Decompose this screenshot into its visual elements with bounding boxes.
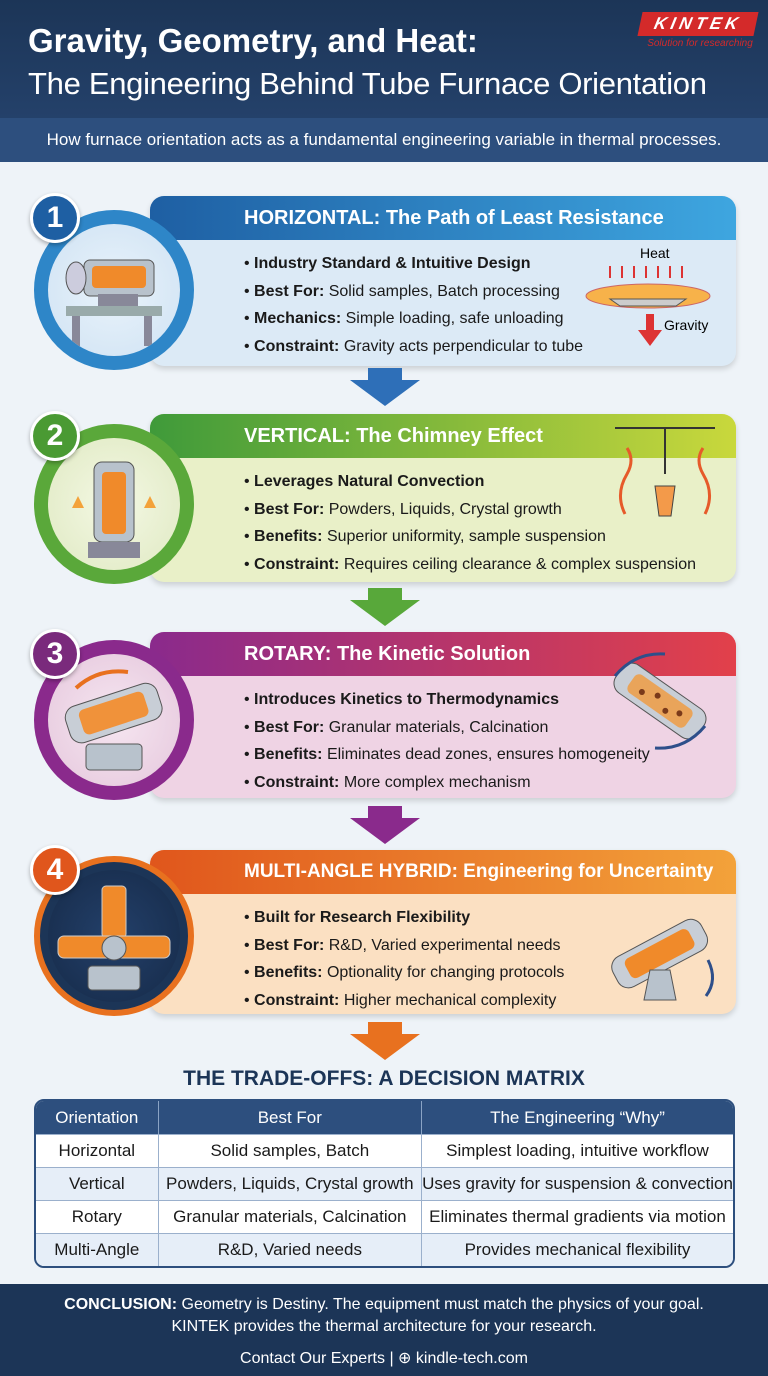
website-link[interactable]: kindle-tech.com: [415, 1350, 528, 1367]
table-cell: R&D, Varied needs: [158, 1233, 422, 1266]
contact-line: Contact Our Experts | ⊕ kindle-tech.com: [0, 1348, 768, 1368]
down-arrow-icon: [350, 806, 420, 844]
bullet: Constraint: More complex mechanism: [244, 769, 650, 797]
page-title-line2: The Engineering Behind Tube Furnace Orie…: [28, 66, 707, 101]
bullet: Constraint: Requires ceiling clearance &…: [244, 551, 696, 579]
table-cell: Eliminates thermal gradients via motion: [422, 1200, 733, 1233]
column-header: Best For: [158, 1101, 422, 1134]
bullet: Benefits: Optionality for changing proto…: [244, 959, 564, 987]
logo-tagline: Solution for researching: [647, 38, 753, 49]
decision-matrix-table: Orientation Best For The Engineering “Wh…: [34, 1099, 735, 1268]
bullet: Benefits: Eliminates dead zones, ensures…: [244, 741, 650, 769]
section-vertical: VERTICAL: The Chimney Effect Leverages N…: [150, 414, 736, 582]
kintek-logo: KINTEK: [637, 12, 759, 36]
bullet: Introduces Kinetics to Thermodynamics: [244, 686, 650, 714]
bullet-list: Introduces Kinetics to Thermodynamics Be…: [244, 686, 650, 796]
step-badge-2: 2: [30, 411, 80, 461]
table-cell: Rotary: [36, 1200, 159, 1233]
suspended-crucible-icon: [615, 427, 715, 517]
bullet-list: Leverages Natural Convection Best For: P…: [244, 468, 696, 578]
column-header: The Engineering “Why”: [422, 1101, 733, 1134]
table-cell: Granular materials, Calcination: [158, 1200, 422, 1233]
multi-angle-furnace-icon: [57, 885, 171, 991]
separator: |: [389, 1350, 399, 1367]
down-arrow-icon: [350, 1022, 420, 1060]
step-badge-4: 4: [30, 845, 80, 895]
table-cell: Uses gravity for suspension & convection: [422, 1167, 733, 1200]
table-cell: Simplest loading, intuitive workflow: [422, 1134, 733, 1167]
contact-link[interactable]: Contact Our Experts: [240, 1350, 385, 1367]
conclusion-text: Geometry is Destiny. The equipment must …: [177, 1296, 704, 1313]
page-title: Gravity, Geometry, and Heat:: [28, 22, 478, 59]
gravity-label: Gravity: [664, 317, 708, 333]
matrix-title: THE TRADE-OFFS: A DECISION MATRIX: [183, 1067, 585, 1090]
bullet-list: Industry Standard & Intuitive Design Bes…: [244, 250, 583, 360]
bullet: Mechanics: Simple loading, safe unloadin…: [244, 305, 583, 333]
section-title: HORIZONTAL: The Path of Least Resistance: [150, 196, 736, 240]
section-horizontal: HORIZONTAL: The Path of Least Resistance…: [150, 196, 736, 366]
rotary-furnace-illustration: [34, 640, 194, 800]
down-arrow-icon: [350, 588, 420, 626]
bullet: Best For: R&D, Varied experimental needs: [244, 932, 564, 960]
section-title: MULTI-ANGLE HYBRID: Engineering for Unce…: [150, 850, 736, 894]
bullet: Best For: Granular materials, Calcinatio…: [244, 714, 650, 742]
table-cell: Solid samples, Batch: [158, 1134, 422, 1167]
tilting-furnace-icon: [611, 918, 714, 1001]
footer: CONCLUSION: Geometry is Destiny. The equ…: [0, 1284, 768, 1376]
table-cell: Provides mechanical flexibility: [422, 1233, 733, 1266]
section-rotary: ROTARY: The Kinetic Solution Introduces …: [150, 632, 736, 798]
conclusion: CONCLUSION: Geometry is Destiny. The equ…: [0, 1296, 768, 1314]
bullet: Industry Standard & Intuitive Design: [244, 250, 583, 278]
table-cell: Vertical: [36, 1167, 159, 1200]
header-banner: Gravity, Geometry, and Heat: The Enginee…: [0, 0, 768, 118]
section-multi-angle: MULTI-ANGLE HYBRID: Engineering for Unce…: [150, 850, 736, 1014]
bullet: Constraint: Higher mechanical complexity: [244, 987, 564, 1015]
rotating-tube-icon: [613, 652, 707, 750]
section-title: VERTICAL: The Chimney Effect: [150, 414, 736, 458]
bullet: Built for Research Flexibility: [244, 904, 564, 932]
table-cell: Powders, Liquids, Crystal growth: [158, 1167, 422, 1200]
table-cell: Multi-Angle: [36, 1233, 159, 1266]
bullet-list: Built for Research Flexibility Best For:…: [244, 904, 564, 1014]
globe-icon: ⊕: [398, 1350, 412, 1367]
heat-label: Heat: [640, 245, 670, 261]
bullet: Leverages Natural Convection: [244, 468, 696, 496]
step-badge-1: 1: [30, 193, 80, 243]
heat-gravity-diagram-icon: Heat Gravity: [585, 245, 711, 346]
table-header-row: Orientation Best For The Engineering “Wh…: [36, 1101, 733, 1134]
down-arrow-icon: [350, 368, 420, 406]
bullet: Best For: Powders, Liquids, Crystal grow…: [244, 496, 696, 524]
subtitle: How furnace orientation acts as a fundam…: [0, 118, 768, 162]
bullet: Benefits: Superior uniformity, sample su…: [244, 523, 696, 551]
conclusion-line2: KINTEK provides the thermal architecture…: [171, 1318, 597, 1335]
horizontal-furnace-icon: [65, 259, 162, 346]
conclusion-label: CONCLUSION:: [64, 1296, 178, 1313]
vertical-furnace-icon: [72, 461, 156, 558]
table-cell: Horizontal: [36, 1134, 159, 1167]
rotary-furnace-icon: [64, 669, 163, 771]
bullet: Constraint: Gravity acts perpendicular t…: [244, 333, 583, 361]
step-badge-3: 3: [30, 629, 80, 679]
column-header: Orientation: [36, 1101, 159, 1134]
bullet: Best For: Solid samples, Batch processin…: [244, 278, 583, 306]
